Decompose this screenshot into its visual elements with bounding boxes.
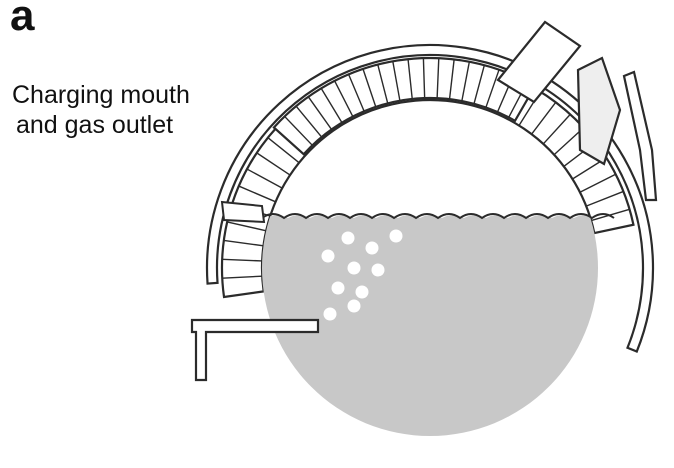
bubble: [348, 300, 361, 313]
hood-lining-band: [274, 58, 535, 154]
bath-surface: [200, 215, 662, 460]
bubble: [322, 250, 335, 263]
bubble: [356, 286, 369, 299]
molten-bath: [200, 214, 662, 460]
bubble: [390, 230, 403, 243]
left-lip: [222, 202, 264, 222]
bath-fill: [200, 215, 662, 460]
bubble: [332, 282, 345, 295]
bubble: [366, 242, 379, 255]
bubble: [324, 308, 337, 321]
bubble: [342, 232, 355, 245]
bubble: [348, 262, 361, 275]
bubble: [372, 264, 385, 277]
